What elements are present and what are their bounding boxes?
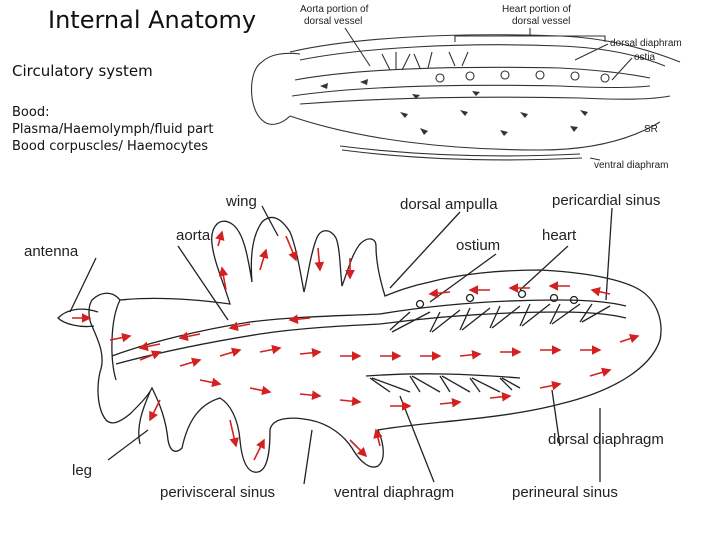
- label-dorsal-diaphragm: dorsal diaphragm: [548, 431, 664, 448]
- heart-tube: [379, 299, 627, 315]
- label-heart-portion-1: Heart portion of: [502, 4, 571, 15]
- dorsal-vessel-upper: [294, 66, 651, 81]
- dorsal-diaphragm-line: [299, 95, 671, 105]
- dorsal-diaphragm-fans: [389, 303, 611, 333]
- label-leg: leg: [72, 462, 92, 479]
- label-dorsal-ampulla: dorsal ampulla: [400, 196, 498, 213]
- label-dorsal-diaphram: dorsal diaphram: [610, 38, 682, 49]
- slide-subtitle: Circulatory system: [12, 62, 153, 80]
- blood-description: Bood: Plasma/Haemolymph/fluid part Bood …: [12, 104, 213, 155]
- label-ostium: ostium: [456, 237, 500, 254]
- label-heart: heart: [542, 227, 577, 244]
- label-wing: wing: [225, 193, 257, 210]
- antenna-outline: [57, 308, 99, 328]
- label-perineural-sinus: perineural sinus: [512, 484, 618, 501]
- ventral-body-wall: [289, 115, 661, 151]
- label-perivisceral-sinus: perivisceral sinus: [160, 484, 275, 501]
- label-ventral-diaphram: ventral diaphram: [594, 160, 668, 171]
- head-outline: [251, 61, 291, 125]
- blood-line: Bood:: [12, 105, 50, 120]
- label-aorta: aorta: [176, 227, 211, 244]
- slide-title: Internal Anatomy: [48, 6, 257, 34]
- label-ventral-diaphragm: ventral diaphragm: [334, 484, 454, 501]
- label-aorta-portion-2: dorsal vessel: [304, 16, 362, 27]
- dorsal-vessel-lower: [291, 84, 651, 97]
- body-outline: [88, 216, 662, 473]
- leg-front: [138, 391, 151, 445]
- aorta-tube: [111, 313, 381, 357]
- label-aorta-portion-1: Aorta portion of: [300, 4, 369, 15]
- blood-line: Plasma/Haemolymph/fluid part: [12, 122, 214, 137]
- label-ostia: ostia: [634, 52, 656, 63]
- label-antenna: antenna: [24, 243, 79, 260]
- ventral-diaphragm-fans: [369, 375, 521, 393]
- label-initials: SR: [644, 124, 658, 135]
- ventral-diaphragm-line: [339, 145, 581, 157]
- blood-line: Bood corpuscles/ Haemocytes: [12, 139, 209, 154]
- dorsal-body-wall: [289, 34, 681, 63]
- label-heart-portion-2: dorsal vessel: [512, 16, 570, 27]
- label-pericardial-sinus: pericardial sinus: [552, 192, 660, 209]
